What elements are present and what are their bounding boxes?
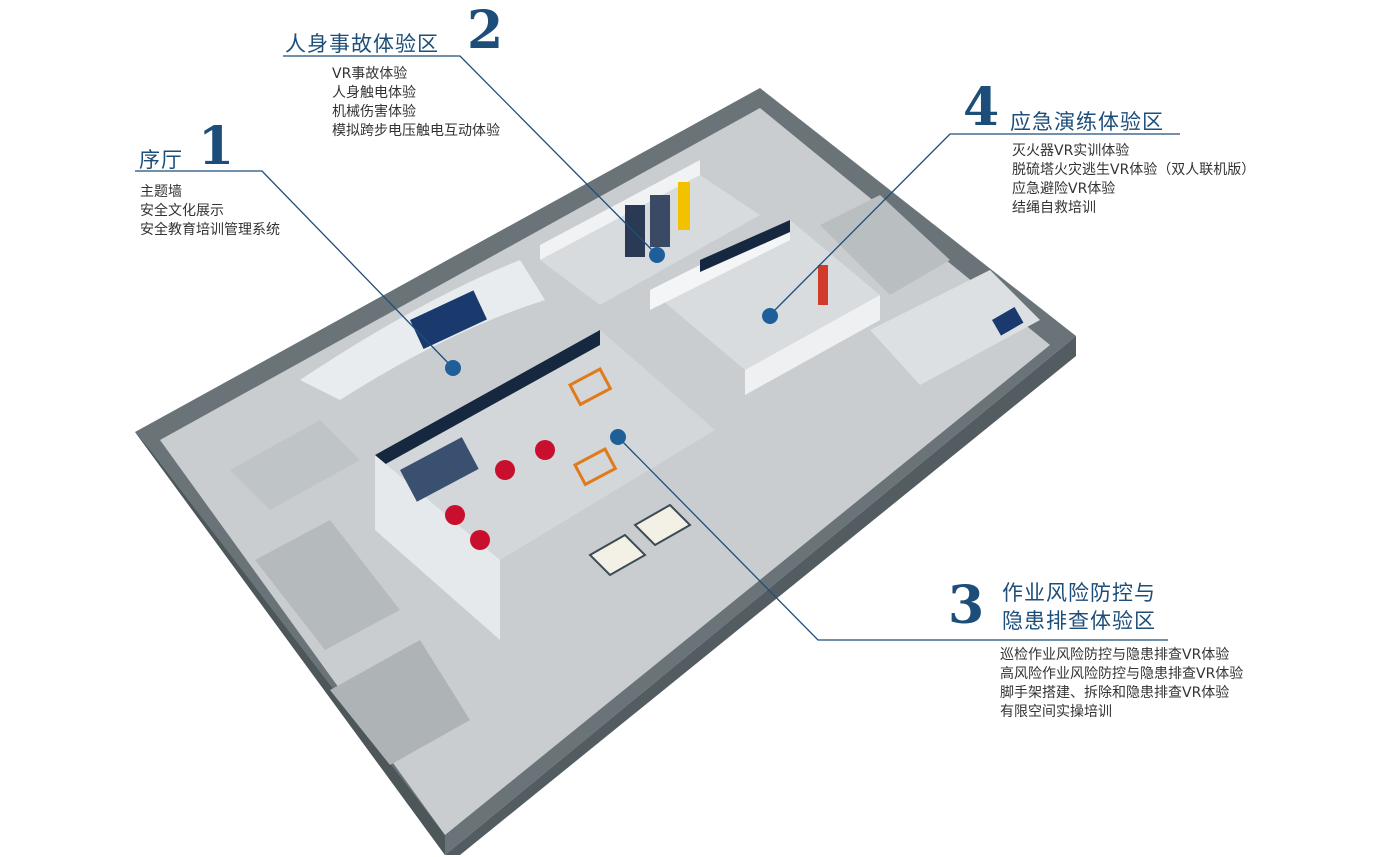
zone-4-number: 4 (963, 77, 1000, 138)
stair-room-3 (330, 640, 470, 765)
zone-2-item: VR事故体验 (332, 66, 408, 82)
zone-3-title-line-1: 作业风险防控与 (1002, 581, 1156, 605)
training-mat-2 (633, 503, 692, 547)
right-room-screen (992, 307, 1024, 336)
zone-marker-1 (445, 360, 461, 376)
leader-line-4 (769, 133, 1180, 316)
zone3-video-wall (400, 437, 479, 502)
zone-1-title: 序厅 (139, 148, 183, 172)
zone-4-item: 灭火器VR实训体验 (1012, 143, 1130, 159)
zone3-back-wall (375, 330, 600, 470)
zone-1-item: 安全文化展示 (140, 203, 224, 219)
vr-seat-2 (470, 530, 490, 550)
right-stair-room (820, 195, 950, 295)
zone-3-item: 有限空间实操培训 (1000, 704, 1112, 720)
vr-seat-4 (535, 440, 555, 460)
zone-3-title-line-2: 隐患排查体验区 (1002, 609, 1156, 633)
zone4-room-floor (650, 220, 880, 370)
zone-4-title: 应急演练体验区 (1010, 110, 1164, 134)
zone-2-number: 2 (467, 0, 504, 61)
zone-1-number: 1 (198, 116, 235, 177)
zone3-left-wall (375, 455, 500, 640)
zone-3-item: 巡检作业风险防控与隐患排查VR体验 (1000, 647, 1230, 663)
zone-marker-3 (610, 429, 626, 445)
zone-3-number: 3 (948, 575, 985, 636)
zone-2-items: VR事故体验 人身触电体验 机械伤害体验 模拟跨步电压触电互动体验 (332, 65, 500, 141)
zone-4-item: 应急避险VR体验 (1012, 181, 1116, 197)
training-mat-1 (588, 533, 647, 577)
building-side-face (135, 432, 445, 855)
right-room-floor (870, 270, 1040, 385)
vr-seat-1 (445, 505, 465, 525)
zone-3-item: 高风险作业风险防控与隐患排查VR体验 (1000, 666, 1244, 682)
scaffold-rack-2 (572, 447, 618, 487)
leader-line-2 (283, 55, 656, 254)
zone2-panel-b (650, 195, 670, 247)
zone-1-items: 主题墙 安全文化展示 安全教育培训管理系统 (140, 183, 280, 240)
zone-4-items: 灭火器VR实训体验 脱硫塔火灾逃生VR体验（双人联机版） 应急避险VR体验 结绳… (1012, 142, 1255, 218)
zone4-wall-dark (700, 220, 790, 272)
zone-2-item: 人身触电体验 (332, 85, 416, 101)
zone-3-items: 巡检作业风险防控与隐患排查VR体验 高风险作业风险防控与隐患排查VR体验 脚手架… (1000, 646, 1243, 722)
zone2-panel-yellow (678, 182, 690, 230)
zone2-wall (540, 160, 700, 260)
leader-line-1 (135, 170, 454, 369)
zone-marker-4 (762, 308, 778, 324)
zone-2-title: 人身事故体验区 (285, 32, 439, 56)
scaffold-rack-1 (567, 367, 613, 407)
zone4-front-wall (745, 295, 880, 395)
zone-4-item: 结绳自救培训 (1012, 200, 1096, 216)
stair-room-1 (230, 420, 360, 510)
zone4-fire-rack (818, 265, 828, 305)
zone-marker-2 (649, 247, 665, 263)
lobby-screen (410, 290, 487, 350)
building-front-face (445, 336, 1076, 855)
zone2-panel-a (625, 205, 645, 257)
zone-1-item: 主题墙 (140, 184, 182, 200)
zone-4-item: 脱硫塔火灾逃生VR体验（双人联机版） (1012, 162, 1256, 178)
leader-line-3 (617, 436, 1168, 641)
vr-seat-3 (495, 460, 515, 480)
zone-2-item: 模拟跨步电压触电互动体验 (332, 123, 500, 139)
zone-1-item: 安全教育培训管理系统 (140, 222, 280, 238)
zone-3-item: 脚手架搭建、拆除和隐患排查VR体验 (1000, 685, 1230, 701)
zone-2-item: 机械伤害体验 (332, 104, 416, 120)
stair-room-2 (255, 520, 400, 650)
